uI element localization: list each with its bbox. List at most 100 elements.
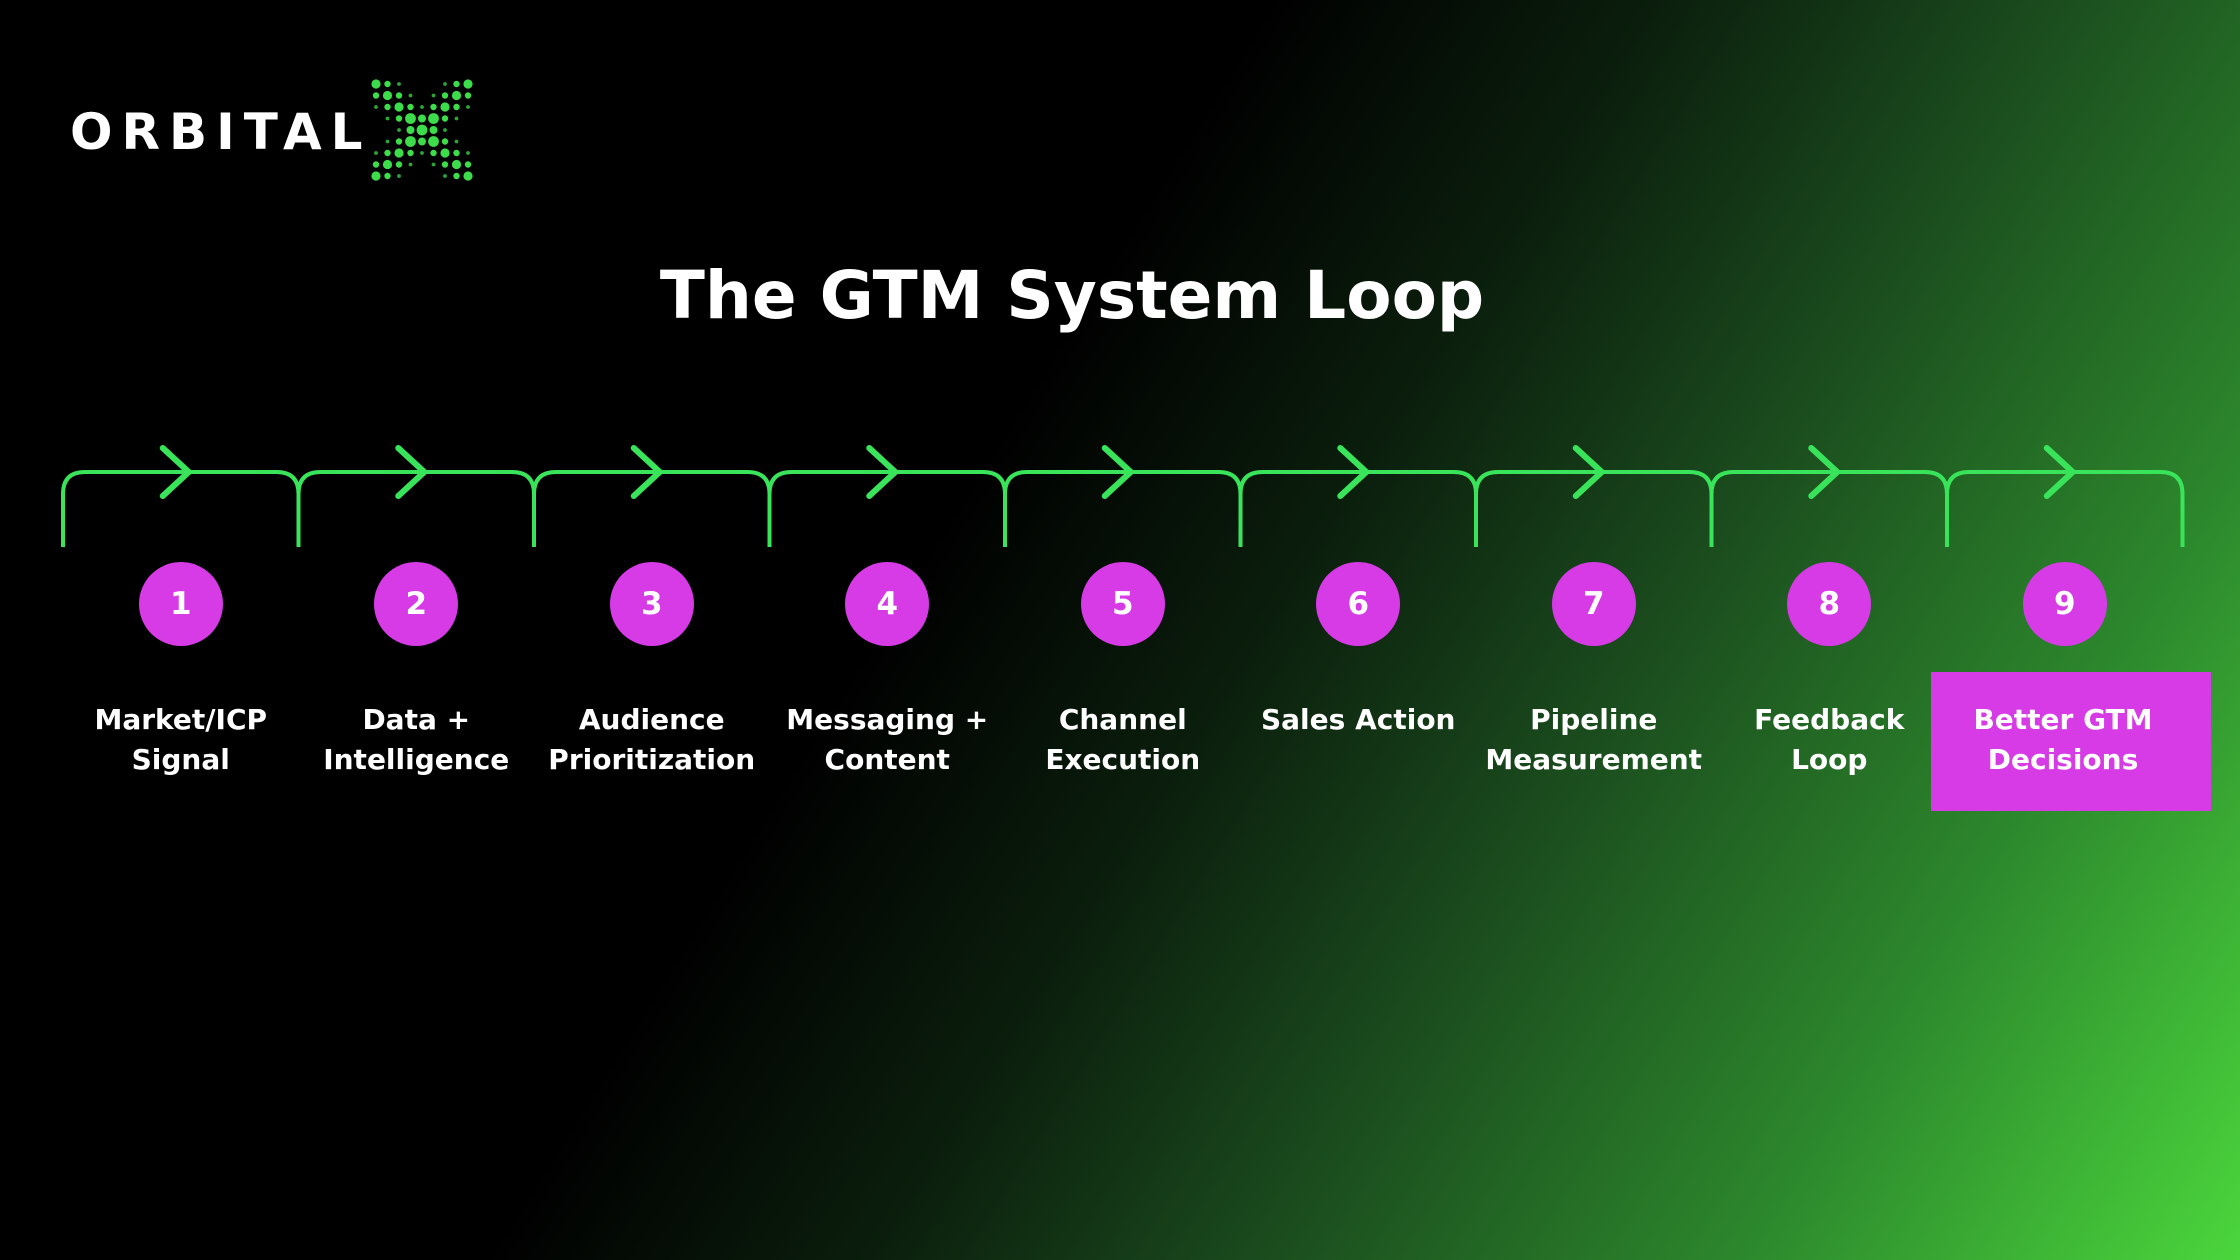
step-number-badge: 6 <box>1316 562 1401 646</box>
step-number-badge: 2 <box>374 562 459 646</box>
logo-dot <box>451 90 462 101</box>
step-label: Channel Execution <box>1045 703 1201 776</box>
logo-dot <box>440 148 450 158</box>
logo-dot <box>405 113 416 124</box>
connector-bracket <box>61 470 301 547</box>
chevron-right-icon <box>1808 445 1841 499</box>
step-number-badge: 8 <box>1787 562 1872 646</box>
connector-bracket <box>1709 470 1949 547</box>
chevron-right-icon <box>159 445 192 499</box>
step-label: Pipeline Measurement <box>1485 703 1703 776</box>
logo-dot <box>454 116 459 121</box>
logo-dot <box>407 103 414 111</box>
logo-dot <box>406 126 415 134</box>
logo-dot <box>397 128 401 132</box>
logo-dot <box>453 80 460 88</box>
logo-dot <box>384 103 391 111</box>
logo-dot <box>428 136 439 147</box>
step-number-badge: 7 <box>1551 562 1636 646</box>
logo-dot <box>464 92 472 99</box>
step-number-badge: 4 <box>845 562 930 646</box>
step-label: Feedback Loop <box>1754 703 1905 776</box>
logo-dot <box>466 151 470 155</box>
connector-bracket <box>1474 470 1714 547</box>
logo: ORBITAL <box>70 78 490 188</box>
logo-dot <box>418 114 426 123</box>
logo-dot <box>395 115 403 122</box>
logo-dot <box>372 161 380 168</box>
connector-bracket <box>296 470 536 547</box>
logo-dot <box>395 92 403 99</box>
logo-dot <box>394 102 404 112</box>
connector-bracket <box>1238 470 1478 547</box>
logo-dot <box>464 161 472 168</box>
logo-dot <box>408 93 413 98</box>
logo-dot <box>430 103 437 111</box>
logo-dot <box>371 79 381 89</box>
logo-dot <box>463 79 473 89</box>
logo-dot <box>374 105 378 109</box>
logo-dot <box>453 103 460 111</box>
connector-bracket <box>1945 470 2185 547</box>
chevron-right-icon <box>630 445 663 499</box>
logo-dot <box>384 80 391 88</box>
logo-dot <box>443 174 447 178</box>
logo-dot <box>418 137 426 146</box>
logo-dot <box>394 148 404 158</box>
connector-bracket <box>767 470 1007 547</box>
logo-dot <box>420 105 424 109</box>
step-number-badge: 3 <box>609 562 694 646</box>
logo-dot <box>441 92 449 99</box>
logo-dot <box>385 139 390 144</box>
logo-dot <box>453 149 460 157</box>
logo-dot <box>420 151 424 155</box>
logo-dot <box>382 159 393 170</box>
logo-dot <box>453 172 460 180</box>
logo-dot <box>405 136 416 147</box>
final-step-highlight <box>1931 672 2211 811</box>
chevron-right-icon <box>2043 445 2076 499</box>
logo-dot <box>454 139 459 144</box>
logo-dot <box>385 116 390 121</box>
logo-dot <box>441 138 449 145</box>
page-title: The GTM System Loop <box>659 257 1485 334</box>
logo-dot <box>397 82 401 86</box>
step-label: Messaging + Content <box>786 703 989 776</box>
logo-dot <box>372 92 380 99</box>
connector-bracket <box>1003 470 1243 547</box>
logo-dot <box>371 171 381 181</box>
logo-dot <box>451 159 462 170</box>
logo-dot <box>395 161 403 168</box>
logo-dot <box>408 162 413 167</box>
logo-wordmark: ORBITAL <box>70 103 372 161</box>
chevron-right-icon <box>866 445 899 499</box>
logo-dot <box>431 162 436 167</box>
step-label: Better GTM Decisions <box>1973 703 2153 776</box>
step-label: Data + Intelligence <box>323 703 510 776</box>
chevron-right-icon <box>1337 445 1370 499</box>
step-number-badge: 5 <box>1080 562 1165 646</box>
logo-dot <box>463 171 473 181</box>
logo-dot <box>443 128 447 132</box>
logo-dot <box>416 124 428 136</box>
logo-dot <box>430 149 437 157</box>
step-label: Market/ICP Signal <box>94 703 268 776</box>
logo-dot <box>443 82 447 86</box>
logo-dot <box>407 149 414 157</box>
logo-dot <box>440 102 450 112</box>
chevron-right-icon <box>1101 445 1134 499</box>
logo-dot <box>441 115 449 122</box>
step-number-badge: 9 <box>2022 562 2107 646</box>
logo-dot <box>374 151 378 155</box>
logo-dot <box>384 172 391 180</box>
logo-dot <box>395 138 403 145</box>
step-number-badge: 1 <box>138 562 223 646</box>
logo-dot <box>431 93 436 98</box>
step-label: Sales Action <box>1261 703 1456 736</box>
logo-dot <box>397 174 401 178</box>
logo-dot <box>382 90 393 101</box>
chevron-right-icon <box>395 445 428 499</box>
logo-dot <box>429 126 438 134</box>
